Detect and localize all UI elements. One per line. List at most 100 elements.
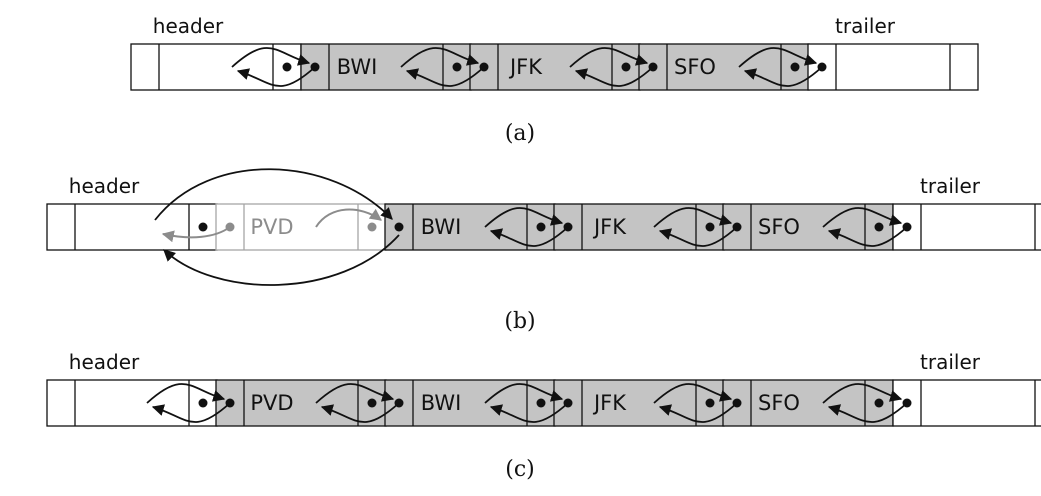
next-link-arrow bbox=[653, 207, 733, 228]
prev-link-arrow bbox=[827, 226, 908, 247]
node-box bbox=[638, 43, 810, 91]
header-sentinel-a bbox=[130, 43, 302, 91]
links-c-jfk-sfo bbox=[653, 383, 738, 423]
next-pointer-dot bbox=[198, 398, 208, 408]
links-c-sfo-trailer bbox=[822, 383, 908, 423]
node-box bbox=[300, 43, 472, 91]
node-box bbox=[722, 203, 894, 251]
trailer-label-a: trailer bbox=[835, 14, 896, 38]
next-link-arrow bbox=[653, 383, 733, 404]
row-c bbox=[46, 379, 1041, 427]
trailer-label-c: trailer bbox=[920, 350, 981, 374]
node-box bbox=[46, 203, 218, 251]
next-pointer-dot bbox=[367, 222, 377, 232]
next-pointer-dot bbox=[705, 222, 715, 232]
prev-link-arrow bbox=[827, 402, 908, 423]
node-label-bwi-c: BWI bbox=[421, 391, 462, 415]
links-a-sfo-trailer bbox=[738, 47, 823, 87]
prev-link-arrow bbox=[743, 66, 823, 87]
links-b-sfo-trailer bbox=[822, 207, 908, 247]
prev-link-arrow bbox=[236, 66, 316, 87]
node-label-sfo-a: SFO bbox=[674, 55, 716, 79]
node-label-jfk-a: JFK bbox=[508, 55, 543, 79]
faded-pvd-next-arrow bbox=[315, 208, 382, 228]
prev-link-arrow bbox=[574, 66, 654, 87]
node-box bbox=[215, 379, 387, 427]
next-pointer-dot bbox=[536, 398, 546, 408]
node-label-bwi-b: BWI bbox=[421, 215, 462, 239]
arc-header-to-bwi bbox=[154, 168, 393, 221]
node-sfo-b bbox=[722, 203, 894, 251]
next-pointer-dot bbox=[874, 398, 884, 408]
prev-link-arrow bbox=[658, 402, 738, 423]
node-jfk-b bbox=[553, 203, 725, 251]
next-pointer-dot bbox=[705, 398, 715, 408]
node-label-jfk-b: JFK bbox=[592, 215, 627, 239]
node-box bbox=[46, 379, 218, 427]
node-box bbox=[384, 203, 556, 251]
node-bwi-c bbox=[384, 379, 556, 427]
next-pointer-dot bbox=[282, 62, 292, 72]
links-c-bwi-jfk bbox=[484, 383, 569, 423]
links-c-pvd-bwi bbox=[315, 383, 400, 423]
next-pointer-dot bbox=[367, 398, 377, 408]
node-label-sfo-b: SFO bbox=[758, 215, 800, 239]
links-c-header-pvd bbox=[146, 383, 231, 423]
node-box bbox=[553, 203, 725, 251]
prev-link-arrow bbox=[489, 226, 569, 247]
trailer-sentinel-a bbox=[807, 43, 979, 91]
links-b-bwi-jfk bbox=[484, 207, 569, 247]
node-box bbox=[722, 379, 894, 427]
node-label-bwi-a: BWI bbox=[337, 55, 378, 79]
next-link-arrow bbox=[822, 383, 903, 404]
node-pvd-c bbox=[215, 379, 387, 427]
node-box bbox=[469, 43, 641, 91]
next-pointer-dot bbox=[536, 222, 546, 232]
next-link-arrow bbox=[315, 383, 395, 404]
next-pointer-dot bbox=[198, 222, 208, 232]
arc-bwi-to-header bbox=[163, 234, 400, 286]
node-box bbox=[892, 203, 1041, 251]
next-link-arrow bbox=[231, 47, 311, 68]
header-sentinel-c bbox=[46, 379, 218, 427]
next-pointer-dot bbox=[874, 222, 884, 232]
node-label-pvd-inserting-b: PVD bbox=[250, 215, 293, 239]
row-a bbox=[130, 43, 979, 91]
node-label-pvd-c: PVD bbox=[250, 391, 293, 415]
prev-link-arrow bbox=[405, 66, 485, 87]
next-link-arrow bbox=[484, 207, 564, 228]
node-bwi-b bbox=[384, 203, 556, 251]
node-box bbox=[130, 43, 302, 91]
next-link-arrow bbox=[484, 383, 564, 404]
node-box bbox=[892, 379, 1041, 427]
trailer-label-b: trailer bbox=[920, 174, 981, 198]
caption-a: (a) bbox=[505, 121, 535, 146]
links-a-jfk-sfo bbox=[569, 47, 654, 87]
next-pointer-dot bbox=[790, 62, 800, 72]
next-link-arrow bbox=[569, 47, 649, 68]
node-box bbox=[553, 379, 725, 427]
links-a-header-bwi bbox=[231, 47, 316, 87]
header-label-b: header bbox=[69, 174, 140, 198]
header-label-c: header bbox=[69, 350, 140, 374]
node-jfk-a bbox=[469, 43, 641, 91]
prev-link-arrow bbox=[489, 402, 569, 423]
caption-b: (b) bbox=[504, 309, 535, 334]
prev-link-arrow bbox=[320, 402, 400, 423]
node-bwi-a bbox=[300, 43, 472, 91]
faded-pvd-prev-arrow bbox=[161, 226, 231, 243]
prev-pointer-dot bbox=[394, 222, 404, 232]
header-label-a: header bbox=[153, 14, 224, 38]
header-sentinel-b bbox=[46, 203, 218, 251]
node-box bbox=[384, 379, 556, 427]
caption-c: (c) bbox=[505, 457, 535, 482]
node-label-sfo-c: SFO bbox=[758, 391, 800, 415]
links-b-jfk-sfo bbox=[653, 207, 738, 247]
next-link-arrow bbox=[400, 47, 480, 68]
next-link-arrow bbox=[822, 207, 903, 228]
node-label-jfk-c: JFK bbox=[592, 391, 627, 415]
next-link-arrow bbox=[146, 383, 226, 404]
row-b bbox=[46, 203, 1041, 251]
node-jfk-c bbox=[553, 379, 725, 427]
